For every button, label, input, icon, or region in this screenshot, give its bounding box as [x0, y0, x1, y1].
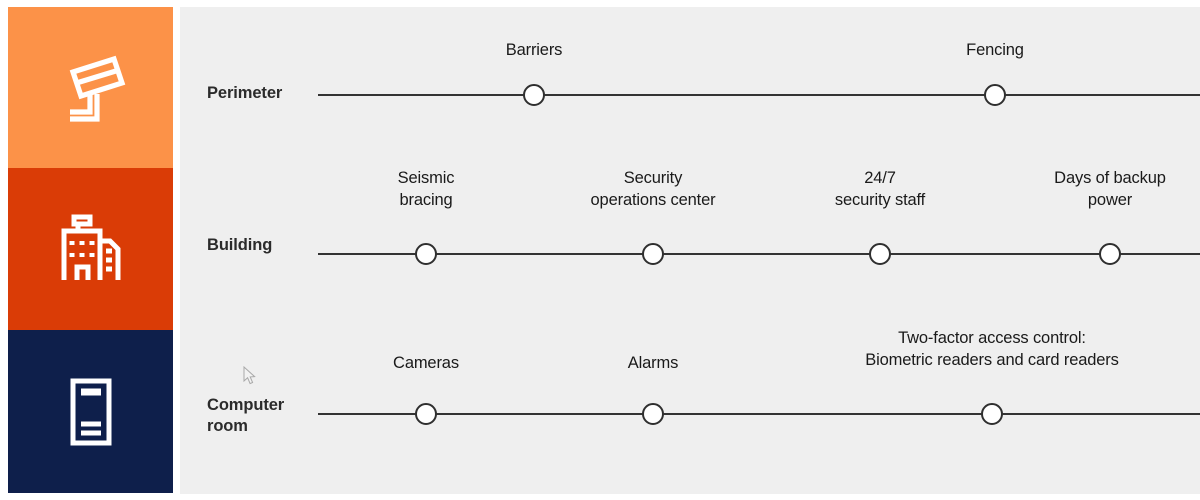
- timeline-node[interactable]: [523, 84, 545, 106]
- row-label: Building: [207, 236, 273, 254]
- row-label: Computer room: [207, 396, 285, 436]
- timeline-node[interactable]: [415, 243, 437, 265]
- timeline-row: Computer room Cameras Alarms Two-factor acc…: [180, 329, 1200, 491]
- timeline-node[interactable]: [981, 403, 1003, 425]
- timeline-node[interactable]: [415, 403, 437, 425]
- timeline-node[interactable]: [869, 243, 891, 265]
- rail-block-computer-room[interactable]: [8, 330, 173, 493]
- timeline-node[interactable]: [1099, 243, 1121, 265]
- timeline-node[interactable]: [642, 243, 664, 265]
- timeline-node-label: Fencing: [966, 41, 1024, 59]
- timeline-row: Building Seismic bracing Security operatio…: [180, 168, 1200, 329]
- timeline-node[interactable]: [642, 403, 664, 425]
- timeline-node-label: Two-factor access control: Biometric rea…: [865, 329, 1119, 369]
- row-label: Perimeter: [207, 84, 283, 102]
- row-axis-line: [318, 94, 1200, 96]
- office-building-icon: [52, 210, 130, 288]
- timeline-node-label: Barriers: [505, 41, 563, 59]
- timeline-node-label: Cameras: [393, 354, 459, 372]
- rail-block-perimeter[interactable]: [8, 7, 173, 168]
- timeline-node-label: Days of backup power: [1054, 169, 1166, 209]
- timeline-row: Perimeter Barriers Fencing: [180, 7, 1200, 168]
- server-tower-icon: [52, 373, 130, 451]
- category-icon-rail: [8, 7, 173, 493]
- row-axis-line: [318, 253, 1200, 255]
- timeline-node-label: Security operations center: [590, 169, 716, 209]
- timeline-node-label: Seismic bracing: [397, 169, 455, 209]
- timeline-node-label: Alarms: [627, 354, 679, 372]
- diagram-canvas-background: [180, 7, 1200, 494]
- timeline-node-label: 24/7 security staff: [834, 169, 926, 209]
- timeline-node[interactable]: [984, 84, 1006, 106]
- security-camera-icon: [52, 49, 130, 127]
- row-axis-line: [318, 413, 1200, 415]
- rail-block-building[interactable]: [8, 168, 173, 330]
